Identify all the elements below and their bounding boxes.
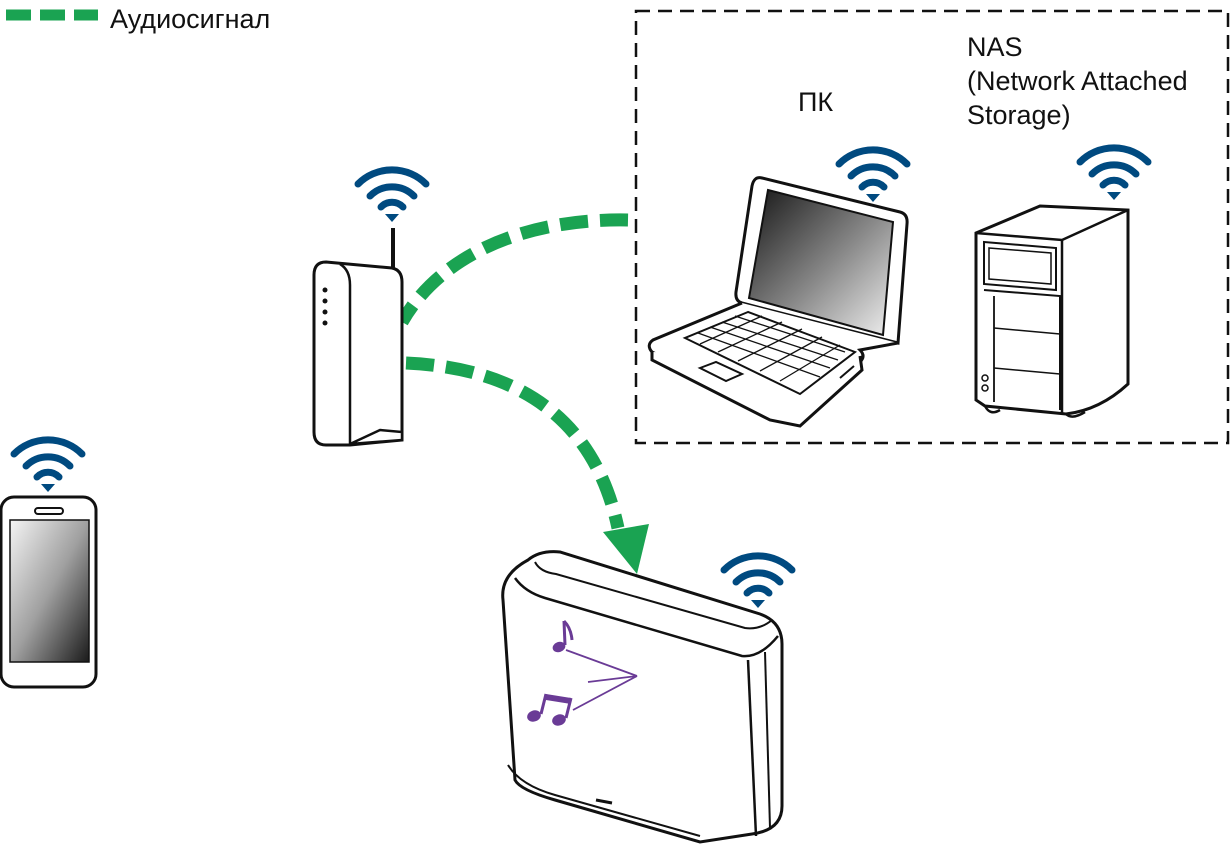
router-wifi-icon xyxy=(358,170,426,222)
smartphone-wifi-icon xyxy=(14,440,82,492)
home-network-box xyxy=(634,9,1230,445)
pc-wifi-icon xyxy=(839,150,907,202)
nas-wifi-icon xyxy=(1080,148,1148,200)
music-note-icon xyxy=(527,619,638,726)
pc-label: ПК xyxy=(798,87,834,117)
smartphone-icon xyxy=(0,495,98,689)
nas-label: NAS (Network Attached Storage) xyxy=(967,32,1188,130)
speaker-wifi-icon xyxy=(724,556,792,608)
audio-signal-path-router-speaker xyxy=(405,356,625,530)
audio-signal-path-pc-router xyxy=(396,213,629,326)
router-icon xyxy=(312,228,404,447)
legend-label: Аудиосигнал xyxy=(110,4,271,34)
speaker-icon xyxy=(501,550,784,844)
nas-icon xyxy=(974,204,1130,418)
audio-arrowhead xyxy=(603,524,649,574)
laptop-icon xyxy=(647,176,909,428)
